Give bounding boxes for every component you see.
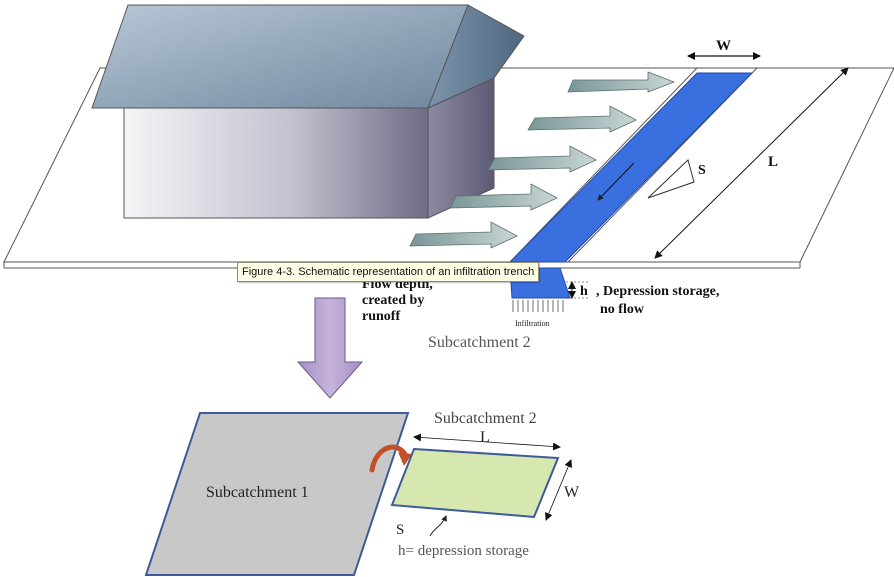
- bottom-slope-label: S: [396, 522, 404, 538]
- depression-label-line1: , Depression storage,: [596, 284, 719, 299]
- storage-pointer-icon: [429, 515, 447, 537]
- depth-label: h: [580, 284, 588, 299]
- depression-storage-label: h= depression storage: [398, 543, 529, 559]
- top-subcatchment2-label: Subcatchment 2: [428, 334, 531, 351]
- subcatchment1-parallelogram: Subcatchment 1: [144, 412, 410, 576]
- curved-transfer-arrow-icon: [369, 444, 412, 473]
- bottom-length-dimension: L Subcatchment 2: [413, 410, 561, 451]
- subcatchment2-parallelogram: [390, 447, 560, 519]
- flow-direction-icon: [597, 162, 635, 201]
- bottom-length-label: L: [480, 429, 490, 446]
- length-label: L: [768, 154, 778, 170]
- length-dimension: L: [654, 67, 849, 259]
- depth-indicator: h: [566, 281, 588, 299]
- bottom-width-dimension: W: [545, 459, 580, 521]
- slope-triangle-icon: S: [647, 159, 706, 199]
- subcatchment1-label: Subcatchment 1: [206, 484, 309, 501]
- runoff-arrows: [409, 71, 676, 249]
- depression-label-line2: no flow: [600, 302, 645, 317]
- bottom-width-label: W: [564, 484, 580, 501]
- figure-caption-tooltip: Figure 4-3. Schematic representation of …: [237, 262, 540, 282]
- house: [91, 4, 525, 219]
- slope-label: S: [698, 163, 706, 178]
- width-label: W: [716, 38, 731, 54]
- infiltration-hatch-icon: [512, 300, 564, 312]
- bottom-subcatchment2-label: Subcatchment 2: [434, 410, 537, 427]
- width-dimension: W: [687, 38, 761, 60]
- infiltration-label: Infiltration: [515, 319, 550, 328]
- flow-depth-label-line2: created by: [362, 293, 424, 308]
- flow-depth-label-line3: runoff: [362, 309, 400, 324]
- down-arrow-icon: [296, 297, 364, 399]
